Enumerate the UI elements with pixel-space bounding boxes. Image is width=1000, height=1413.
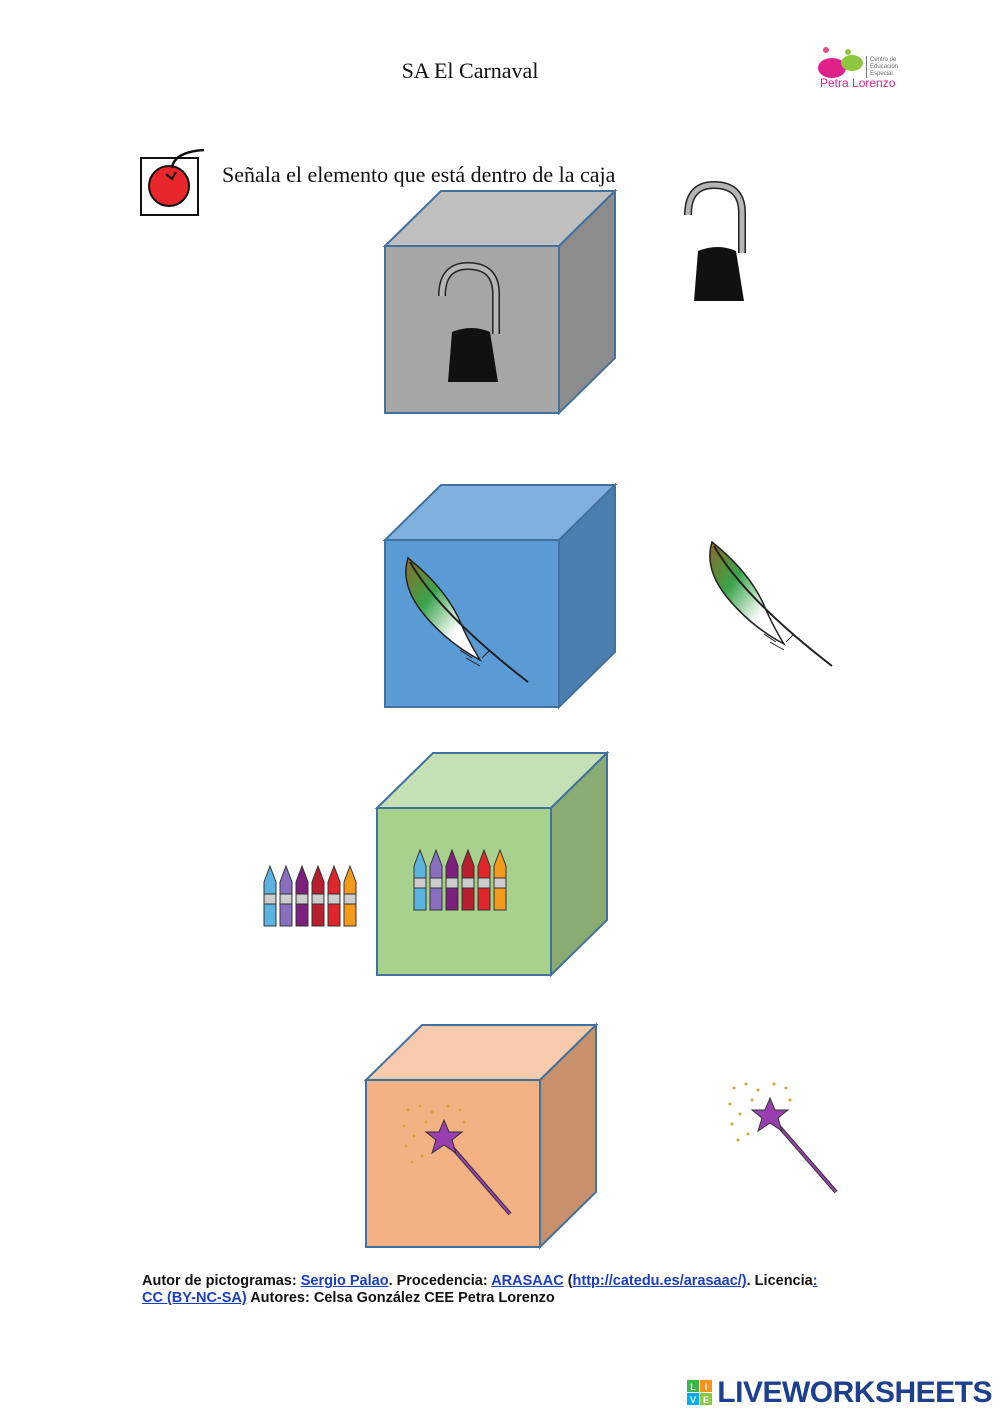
- logo-sub-2: Educación: [870, 64, 898, 70]
- license-colon-link[interactable]: :: [812, 1273, 818, 1289]
- box-magic-wand[interactable]: [363, 1022, 599, 1255]
- feather-icon-in-box: [400, 554, 532, 691]
- instruction-text: Señala el elemento que está dentro de la…: [222, 162, 616, 187]
- svg-text:L: L: [691, 1382, 697, 1392]
- hook-option[interactable]: [684, 180, 748, 310]
- svg-text:I: I: [705, 1382, 708, 1392]
- credits-text-4: . Licencia: [746, 1273, 813, 1289]
- license-link[interactable]: CC (BY-NC-SA): [142, 1290, 247, 1306]
- svg-text:E: E: [703, 1395, 709, 1405]
- feather-option[interactable]: [704, 538, 836, 675]
- credits-text-3: (: [563, 1273, 573, 1289]
- magic-wand-icon-in-box: [398, 1100, 514, 1223]
- logo-sub-1: Centro de: [870, 57, 897, 63]
- page-title: SA El Carnaval: [401, 58, 539, 83]
- svg-text:V: V: [690, 1395, 696, 1405]
- school-logo: Centro de Educación Especial Petra Loren…: [818, 46, 930, 90]
- source-link[interactable]: ARASAAC: [491, 1273, 564, 1289]
- logo-name: Petra Lorenzo: [820, 76, 896, 90]
- crayons-option[interactable]: [262, 864, 362, 935]
- logo-sub-3: Especial: [870, 71, 893, 77]
- url-link[interactable]: http://catedu.es/arasaac/): [572, 1273, 747, 1289]
- live-badge-icon: L I V E: [687, 1380, 713, 1405]
- credits-text-1: Autor de pictogramas:: [142, 1273, 301, 1289]
- credits: Autor de pictogramas: Sergio Palao. Proc…: [142, 1273, 862, 1307]
- author-link[interactable]: Sergio Palao: [300, 1273, 389, 1289]
- credits-text-5: Autores: Celsa González CEE Petra Lorenz…: [246, 1290, 555, 1306]
- hook-icon-in-box: [438, 261, 502, 391]
- magic-wand-option[interactable]: [724, 1078, 840, 1201]
- credits-text-2: . Procedencia:: [388, 1273, 492, 1289]
- liveworksheets-text: LIVEWORKSHEETS: [717, 1376, 992, 1409]
- pointing-apple-icon: [140, 148, 206, 223]
- crayons-icon-in-box: [412, 848, 512, 919]
- liveworksheets-logo[interactable]: L I V E LIVEWORKSHEETS: [687, 1376, 992, 1410]
